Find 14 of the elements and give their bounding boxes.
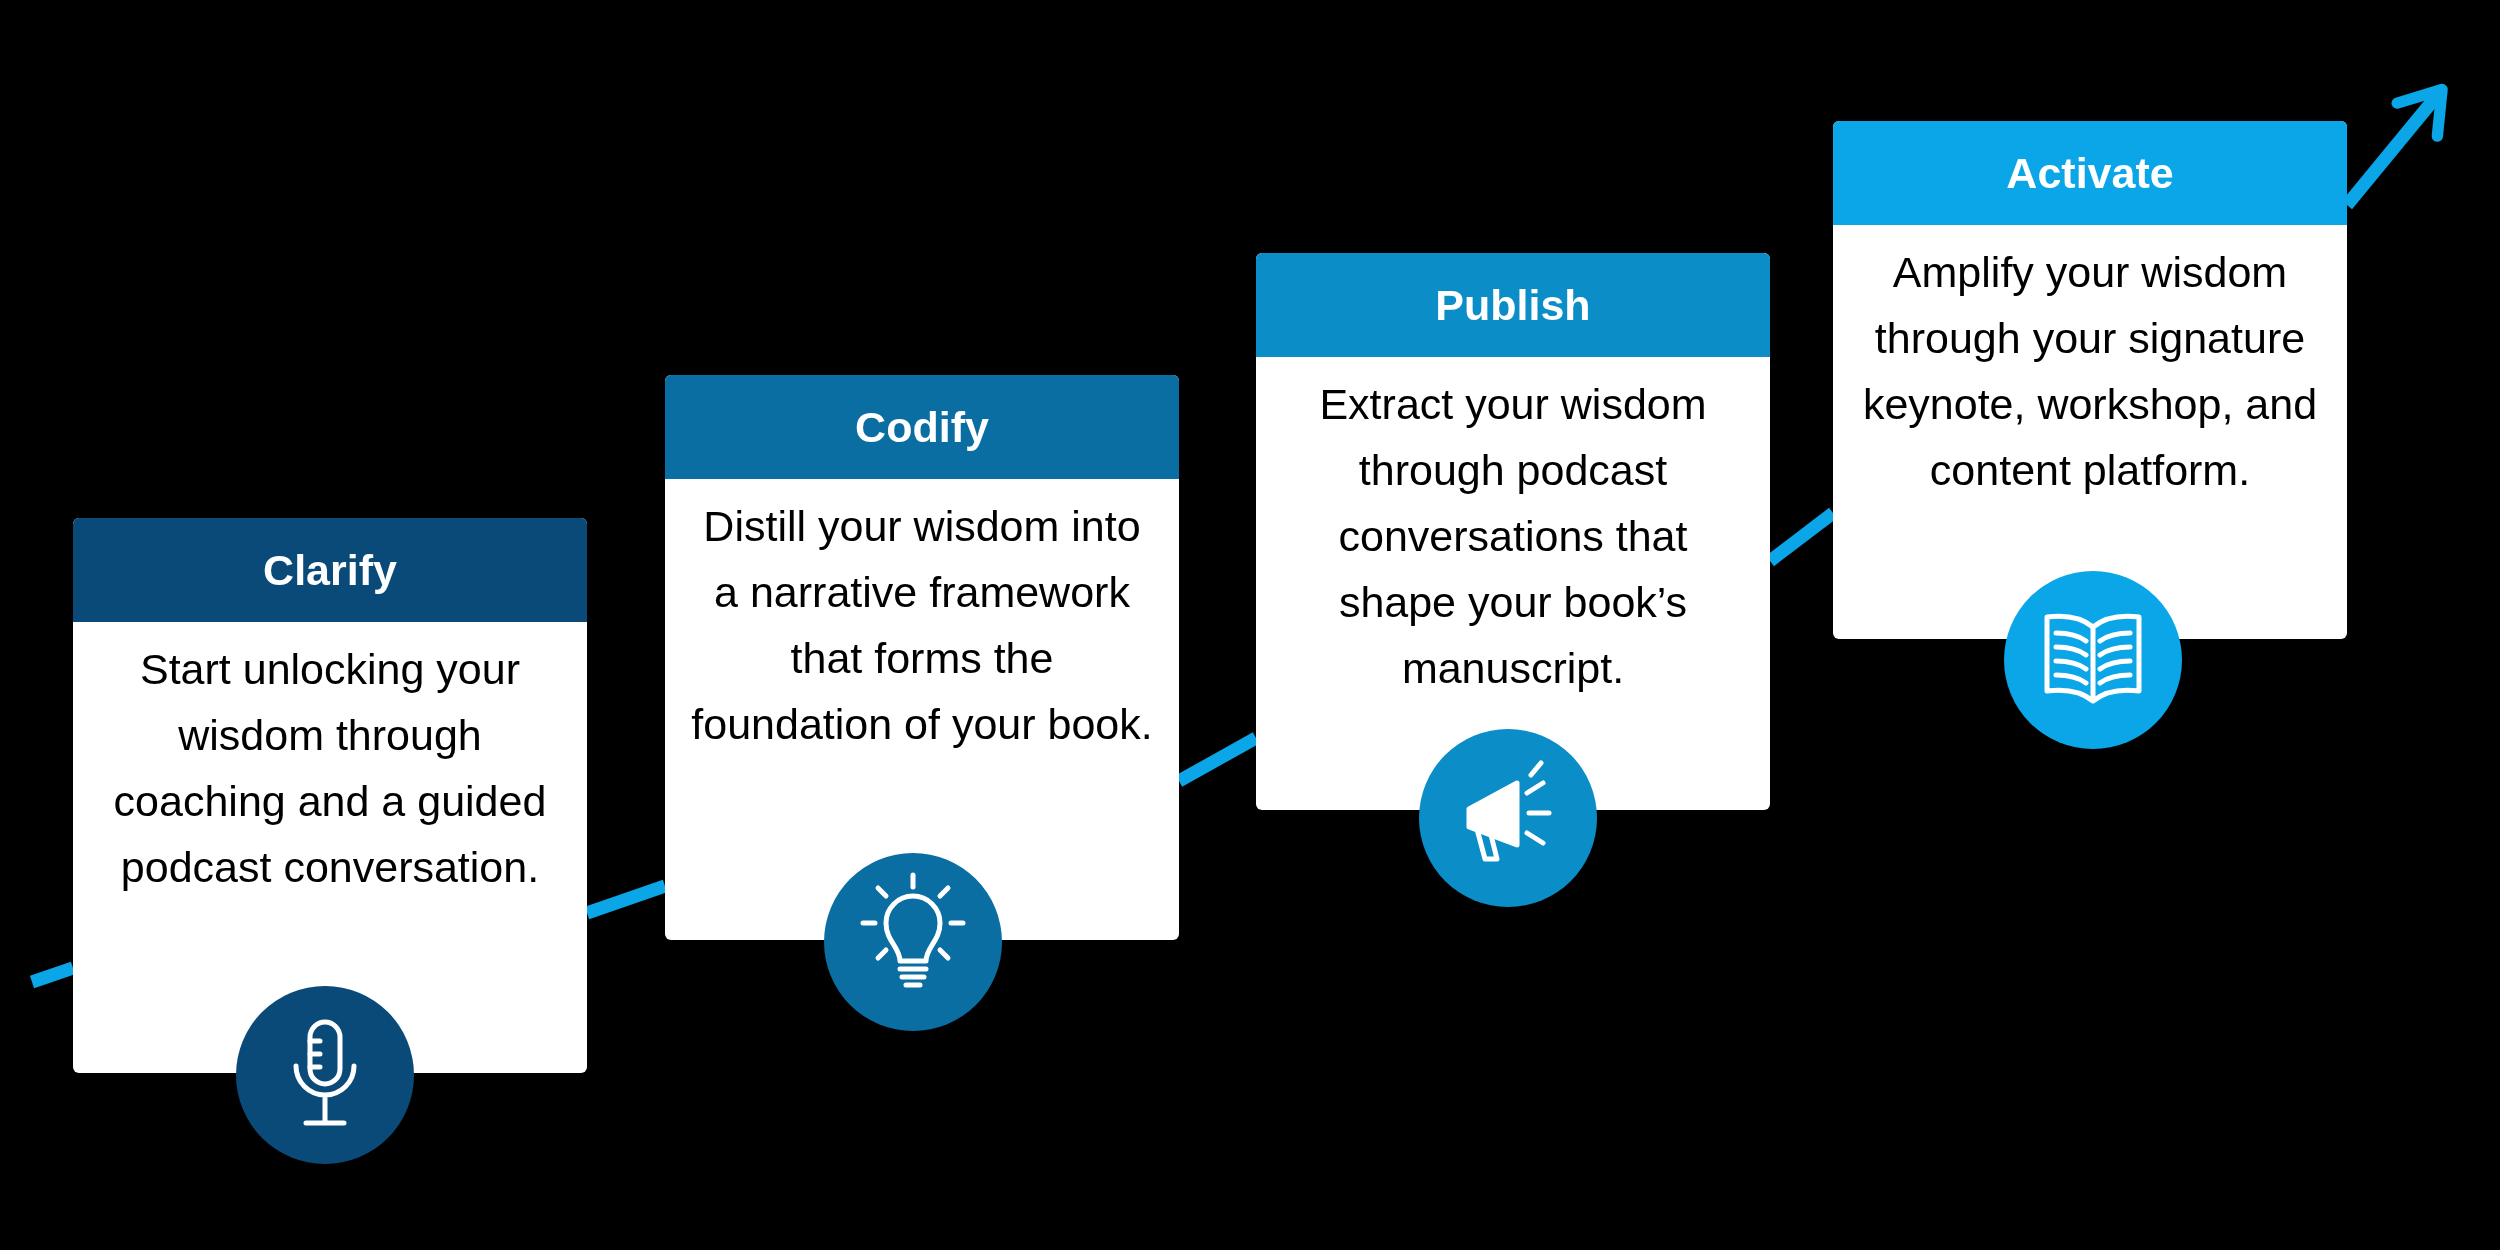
step-description: Amplify your wisdom through your signature keynote, workshop, and content platform. bbox=[1861, 247, 2319, 496]
step-card bbox=[1833, 121, 2347, 639]
card-header: Activate bbox=[1833, 121, 2347, 225]
connector-line bbox=[29, 961, 76, 989]
step-card bbox=[73, 518, 587, 1073]
card-header: Clarify bbox=[73, 518, 587, 622]
step-card bbox=[1256, 253, 1770, 810]
card-header: Publish bbox=[1256, 253, 1770, 357]
connector-line bbox=[584, 879, 668, 920]
step-description: Start unlocking your wisdom through coaching and a guided podcast conversation. bbox=[112, 644, 548, 893]
step-description: Distill your wisdom into a narrative framework that forms the foundation of your book. bbox=[690, 501, 1154, 750]
step-card bbox=[665, 375, 1179, 940]
card-header: Codify bbox=[665, 375, 1179, 479]
step-description: Extract your wisdom through podcast conversations that shape your book’s manuscript. bbox=[1318, 379, 1708, 694]
